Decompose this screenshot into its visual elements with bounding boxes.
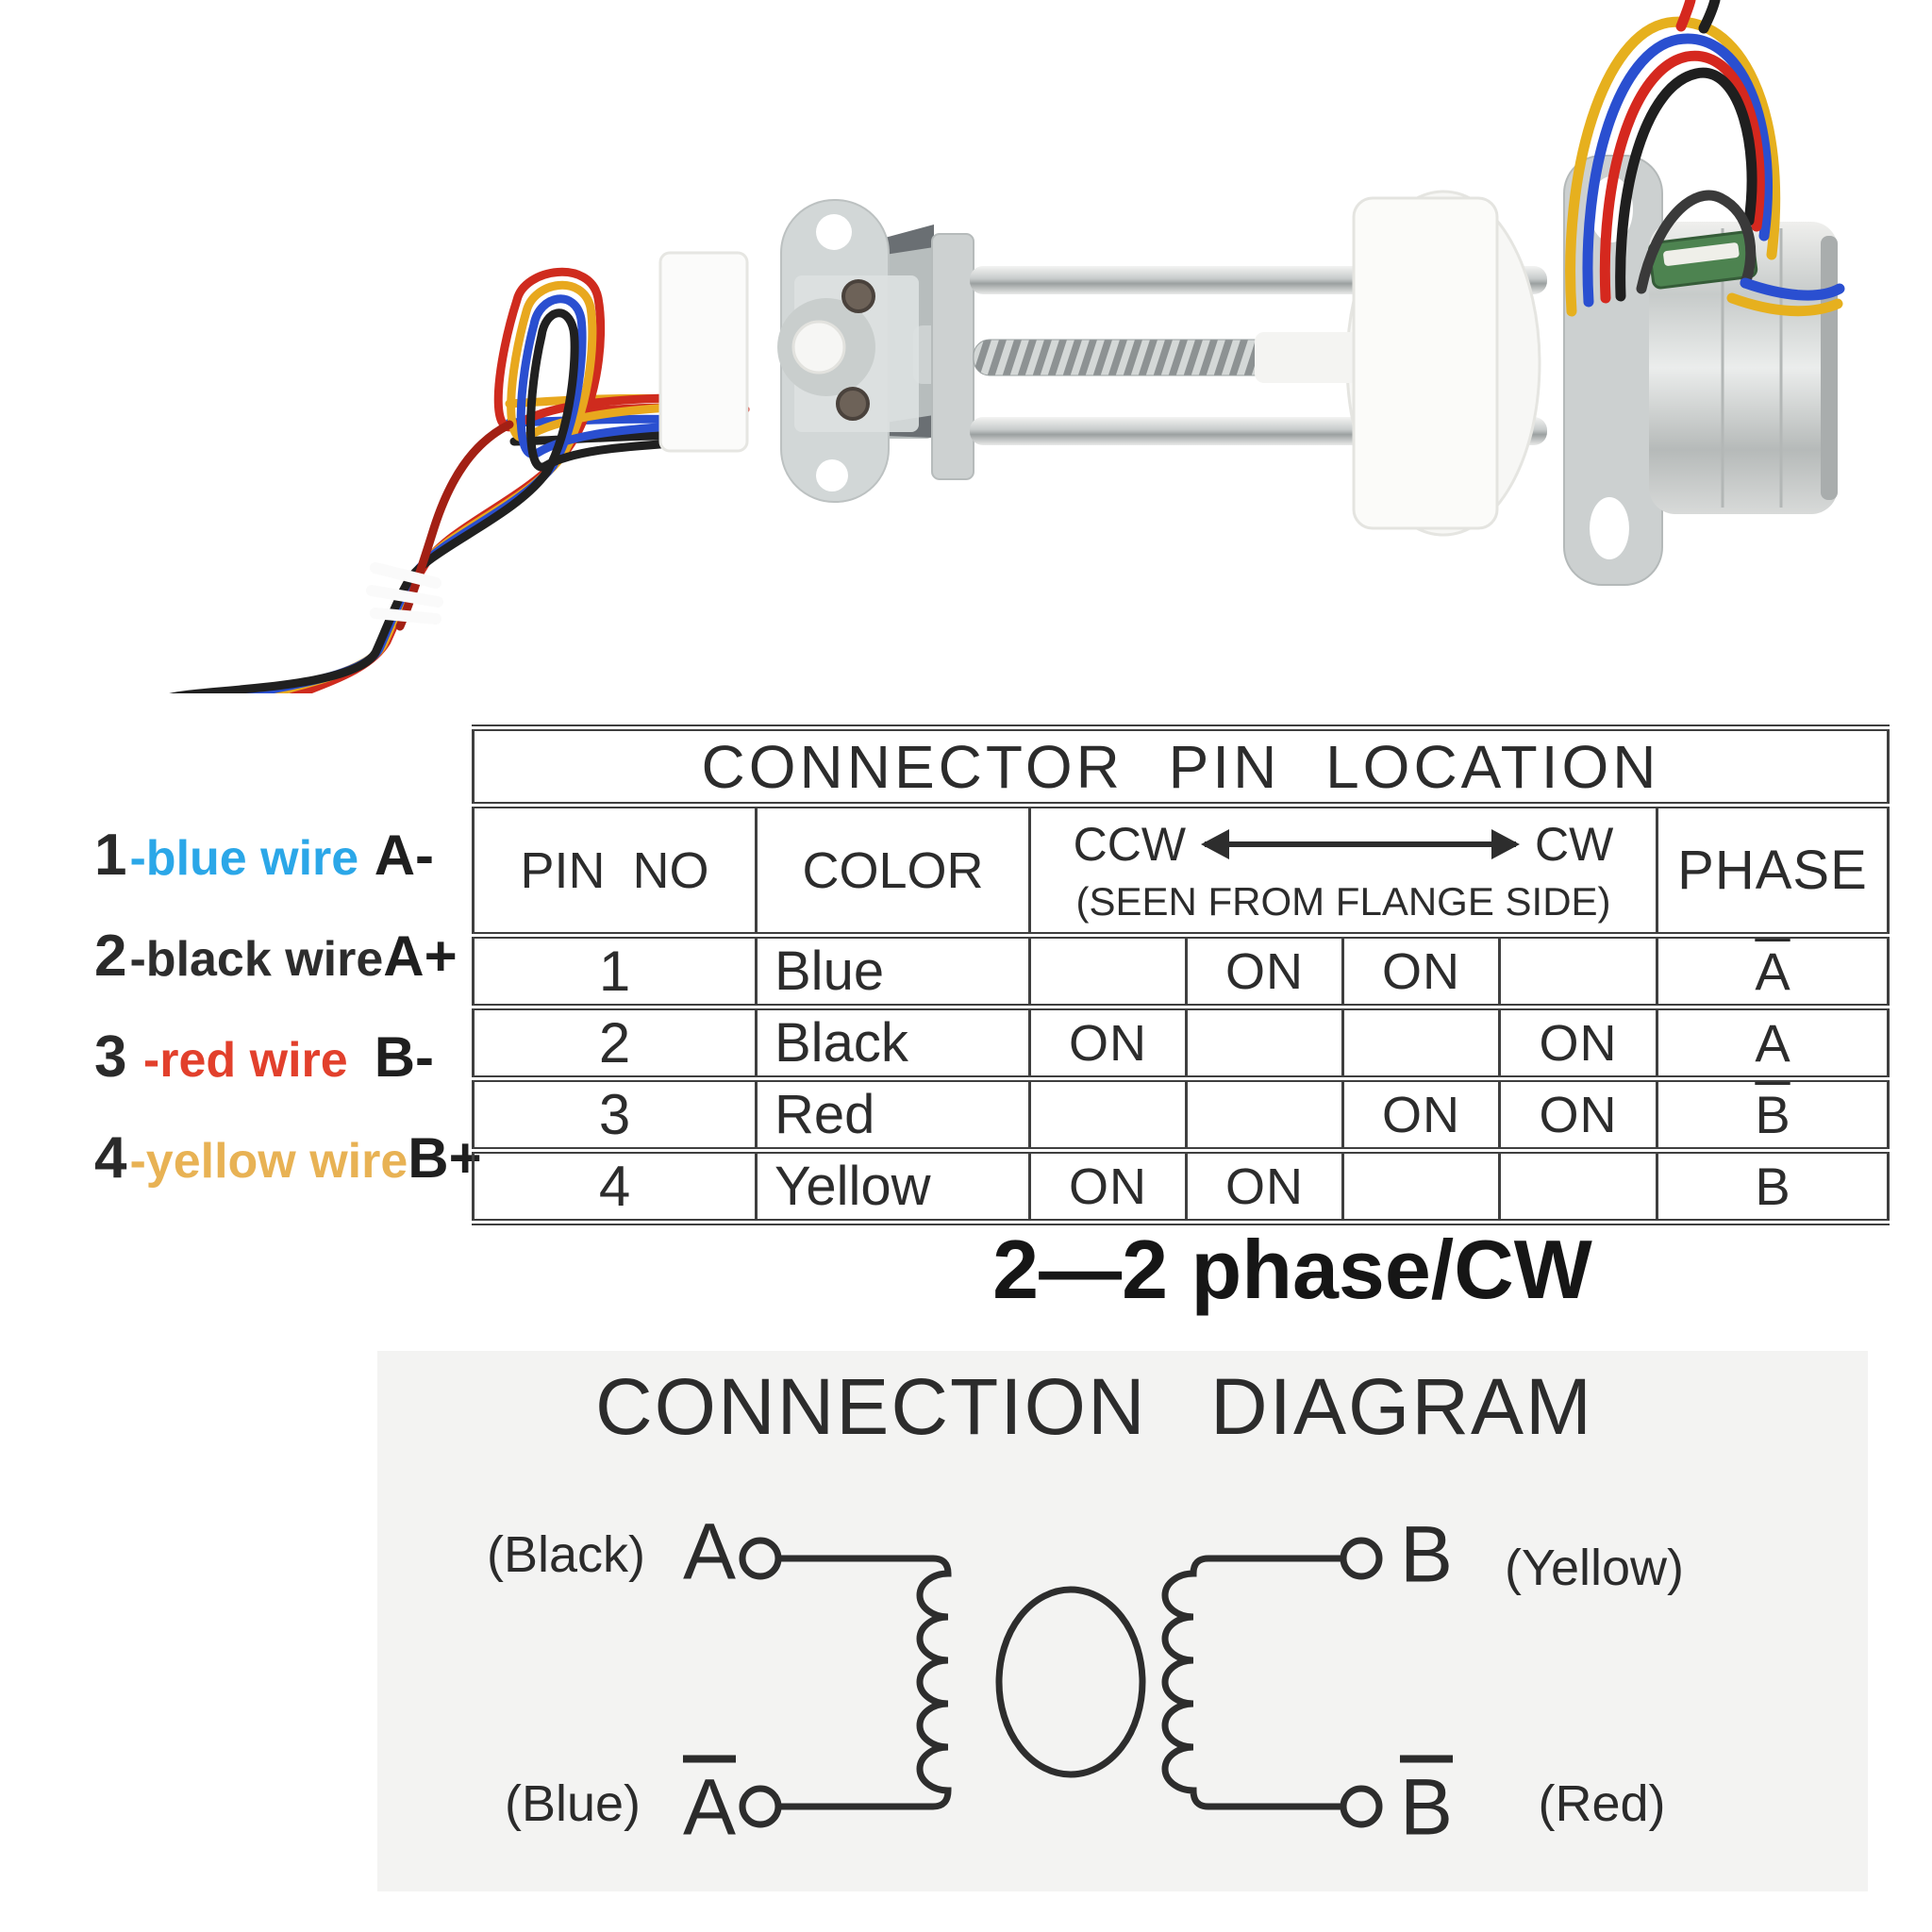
connector-block	[658, 251, 749, 453]
mounting-hole-bottom	[1590, 497, 1629, 559]
end-bracket	[931, 233, 974, 480]
mounting-hole-top	[816, 214, 852, 250]
wire-color-label: -red wire	[129, 1033, 348, 1088]
connector-pin-table: CONNECTOR PIN LOCATION PIN NO COLOR CCW …	[472, 724, 1890, 1225]
color-cell: Yellow	[755, 1147, 1031, 1225]
rotor-circle	[995, 1586, 1146, 1778]
terminal-b-letter: B	[1399, 1509, 1454, 1599]
phase-cell: A	[1755, 941, 1790, 1001]
terminal-b	[1340, 1537, 1383, 1580]
winding-b	[1161, 1555, 1347, 1810]
wire-tie	[366, 562, 443, 625]
state-cell: ON	[1028, 1147, 1188, 1225]
terminal-a	[739, 1537, 782, 1580]
state-cell: ON	[1498, 1004, 1658, 1082]
table-row: 4 Yellow ON ON B	[472, 1147, 1890, 1225]
wire-legend-item-1: 1 -blue wire A-	[94, 822, 434, 888]
seen-from-flange-label: (SEEN FROM FLANGE SIDE)	[1075, 878, 1611, 924]
header-color: COLOR	[755, 802, 1031, 939]
terminal-a-bar-wire-label: (Blue)	[504, 1775, 641, 1832]
color-cell: Black	[755, 1004, 1031, 1082]
color-cell: Red	[755, 1075, 1031, 1154]
state-cell: ON	[1185, 1147, 1344, 1225]
phase-mode-note: 2—2 phase/CW	[992, 1223, 1592, 1316]
wire-bundle	[169, 267, 678, 693]
pin-number: 3	[94, 1024, 128, 1090]
table-row: 2 Black ON ON A	[472, 1004, 1890, 1082]
state-cell: ON	[1341, 932, 1501, 1010]
connection-diagram-graphic	[739, 1537, 1383, 1828]
state-cell: ON	[1028, 1004, 1188, 1082]
phase-cell: B	[1755, 1157, 1790, 1216]
mounting-hole-bottom	[816, 459, 848, 491]
wire-color-label: -yellow wire	[129, 1134, 408, 1189]
phase-cell: B	[1755, 1085, 1790, 1144]
pin-cell: 2	[472, 1004, 758, 1082]
pin-number: 1	[94, 823, 128, 888]
terminal-b-bar	[1340, 1785, 1383, 1828]
carriage	[1352, 196, 1499, 530]
phase-terminal-label: A+	[383, 924, 458, 988]
pin-cell: 1	[472, 932, 758, 1010]
state-cell	[1498, 932, 1658, 1010]
terminal-b-bar-letter: B	[1399, 1762, 1454, 1852]
phase-terminal-label: A-	[374, 824, 434, 887]
shaft-hub	[791, 320, 846, 375]
wire-bundle	[1565, 0, 1845, 317]
connection-diagram-title: CONNECTION DIAGRAM	[594, 1362, 1594, 1451]
terminal-a-letter: A	[682, 1507, 737, 1596]
header-direction: CCW CW (SEEN FROM FLANGE SIDE)	[1028, 802, 1658, 939]
header-pin-no: PIN NO	[472, 802, 758, 939]
wire-legend-item-4: 4 -yellow wire B+	[94, 1124, 482, 1191]
carriage-arm	[1255, 332, 1370, 383]
wire-color-label: -blue wire	[129, 831, 359, 886]
terminal-b-wire-label: (Yellow)	[1504, 1540, 1685, 1596]
table-row: 1 Blue ON ON A	[472, 932, 1890, 1010]
table-title: CONNECTOR PIN LOCATION	[472, 724, 1890, 808]
state-cell	[1341, 1004, 1501, 1082]
header-phase: PHASE	[1656, 802, 1890, 939]
terminal-b-bar-wire-label: (Red)	[1538, 1775, 1666, 1832]
winding-a	[775, 1555, 952, 1810]
pin-number: 2	[94, 924, 128, 989]
phase-terminal-label: B+	[408, 1126, 482, 1190]
state-cell	[1028, 1075, 1188, 1154]
ccw-cw-arrow-icon	[1205, 841, 1517, 847]
product-photo-leadscrew-motor	[931, 0, 1845, 586]
wire-legend-item-3: 3 -red wire B-	[94, 1024, 434, 1090]
ccw-label: CCW	[1073, 817, 1187, 871]
terminal-a-bar-letter: A	[682, 1762, 737, 1852]
phase-cell: A	[1755, 1013, 1790, 1073]
cw-label: CW	[1535, 817, 1614, 871]
pin-cell: 3	[472, 1075, 758, 1154]
pin-number: 4	[94, 1125, 128, 1191]
phase-terminal-label: B-	[374, 1025, 434, 1089]
terminal-a-wire-label: (Black)	[486, 1526, 646, 1583]
state-cell	[1185, 1075, 1344, 1154]
state-cell	[1341, 1147, 1501, 1225]
terminal-a-bar	[739, 1785, 782, 1828]
table-row: 3 Red ON ON B	[472, 1075, 1890, 1154]
state-cell: ON	[1185, 932, 1344, 1010]
state-cell: ON	[1341, 1075, 1501, 1154]
pin-cell: 4	[472, 1147, 758, 1225]
color-cell: Blue	[755, 932, 1031, 1010]
product-photo-motor-front	[169, 199, 962, 693]
screw-bottom	[836, 387, 870, 421]
wire-legend-item-2: 2 -black wire A+	[94, 923, 458, 989]
state-cell	[1498, 1147, 1658, 1225]
wire-color-label: -black wire	[129, 932, 384, 987]
screw-top	[841, 279, 875, 313]
state-cell: ON	[1498, 1075, 1658, 1154]
state-cell	[1028, 932, 1188, 1010]
state-cell	[1185, 1004, 1344, 1082]
